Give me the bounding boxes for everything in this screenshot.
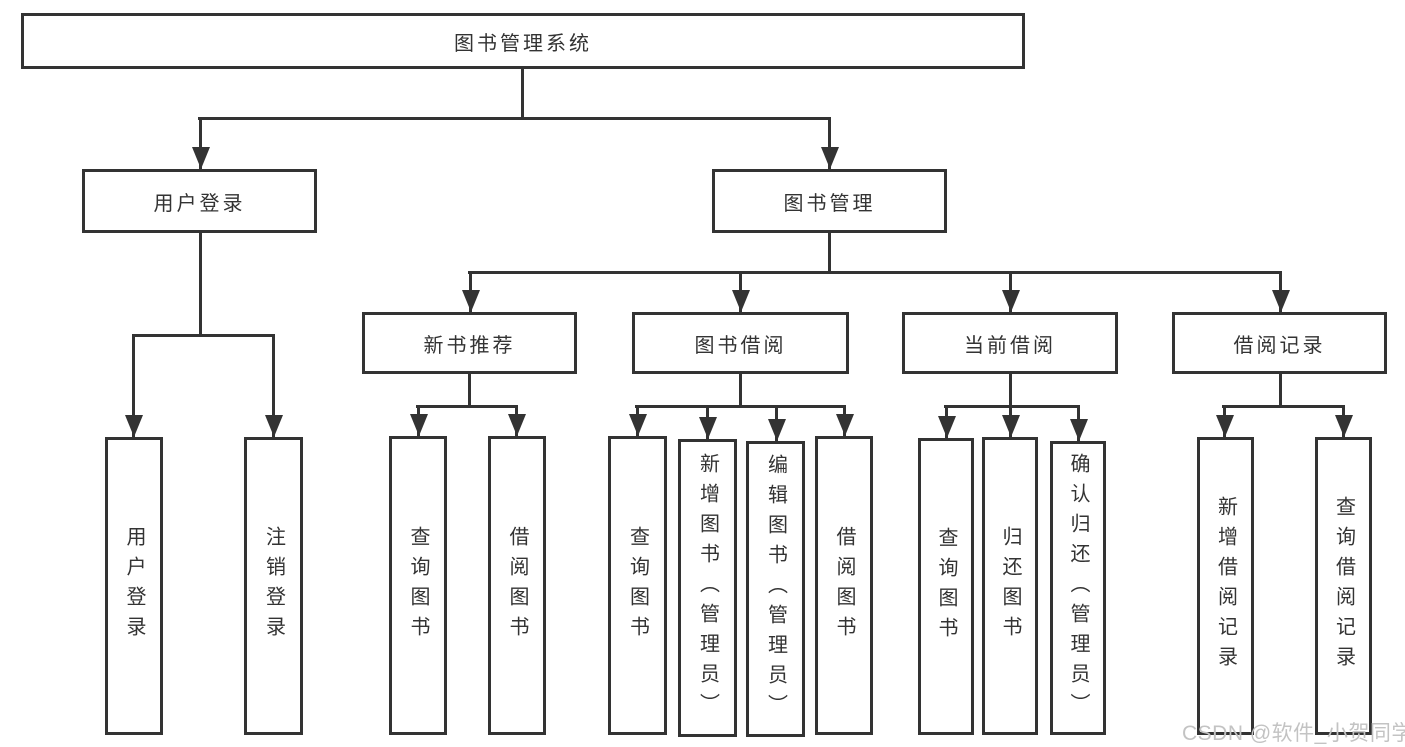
node-current-borrow: 当前借阅 — [902, 312, 1118, 374]
leaf-label: 借阅图书 — [833, 525, 855, 646]
arrow-to-leaf-user-login — [124, 334, 143, 437]
node-label: 图书管理系统 — [454, 32, 592, 55]
leaf-bor-edit-books-admin: 编辑图书（管理员） — [746, 441, 805, 737]
arrow-to-recd-query-record — [1334, 405, 1353, 437]
arrow-to-rec-borrow-books — [507, 405, 526, 436]
arrow-to-cur-return-books — [1001, 405, 1020, 437]
connector-borrow-records-rail — [1222, 405, 1345, 408]
leaf-recd-add-record: 新增借阅记录 — [1197, 437, 1254, 735]
arrow-to-current-borrow — [1001, 271, 1020, 312]
leaf-logout-login: 注销登录 — [244, 437, 303, 735]
node-label: 图书管理 — [783, 192, 876, 215]
leaf-bor-borrow-books: 借阅图书 — [815, 436, 873, 735]
leaf-label: 编辑图书（管理员） — [764, 454, 787, 724]
node-label: 图书借阅 — [694, 334, 787, 357]
connector-level3-rail — [468, 271, 1282, 274]
leaf-cur-query-books: 查询图书 — [918, 438, 974, 735]
leaf-label: 注销登录 — [262, 526, 285, 646]
connector-user-login-stem — [199, 233, 202, 336]
connector-new-book-rec-stem — [468, 374, 471, 407]
node-label: 当前借阅 — [964, 334, 1056, 357]
arrow-to-recd-add-record — [1215, 405, 1234, 437]
leaf-label: 新增图书（管理员） — [696, 453, 719, 723]
node-new-book-recommend: 新书推荐 — [362, 312, 577, 374]
node-book-borrow: 图书借阅 — [632, 312, 849, 374]
arrow-to-borrow-records — [1271, 271, 1290, 312]
leaf-label: 查询图书 — [935, 526, 957, 647]
arrow-to-cur-confirm-return — [1069, 405, 1088, 441]
connector-borrow-records-stem — [1279, 374, 1282, 407]
connector-level2-rail — [198, 117, 831, 120]
leaf-rec-borrow-books: 借阅图书 — [488, 436, 546, 735]
node-label: 借阅记录 — [1233, 334, 1326, 357]
leaf-cur-return-books: 归还图书 — [982, 437, 1038, 735]
leaf-cur-confirm-return-admin: 确认归还（管理员） — [1050, 441, 1106, 735]
arrow-to-book-borrow — [731, 271, 750, 312]
leaf-bor-query-books: 查询图书 — [608, 436, 667, 735]
connector-book-management-stem — [828, 233, 831, 274]
leaf-label: 用户登录 — [123, 526, 145, 646]
connector-current-borrow-stem — [1009, 374, 1012, 407]
node-label: 新书推荐 — [423, 334, 516, 357]
arrow-to-bor-query-books — [628, 405, 647, 436]
connector-book-borrow-stem — [739, 374, 742, 407]
csdn-watermark: CSDN @软件_小贺同学 — [1182, 722, 1405, 745]
leaf-label: 新增借阅记录 — [1214, 496, 1237, 676]
arrow-to-leaf-logout — [264, 334, 283, 437]
leaf-label: 查询借阅记录 — [1332, 496, 1355, 676]
leaf-label: 确认归还（管理员） — [1067, 453, 1089, 723]
connector-new-book-rec-rail — [416, 405, 518, 408]
leaf-label: 查询图书 — [626, 525, 649, 646]
leaf-label: 归还图书 — [999, 526, 1021, 646]
node-label: 用户登录 — [153, 192, 246, 215]
arrow-to-new-book-rec — [461, 271, 480, 312]
arrow-to-cur-query-books — [937, 405, 956, 438]
arrow-to-rec-query-books — [409, 405, 428, 436]
leaf-bor-add-books-admin: 新增图书（管理员） — [678, 439, 737, 737]
arrow-to-book-management — [820, 117, 839, 169]
leaf-label: 借阅图书 — [506, 525, 528, 646]
connector-book-borrow-rail — [635, 405, 846, 408]
leaf-user-login: 用户登录 — [105, 437, 163, 735]
arrow-to-user-login — [191, 117, 210, 169]
node-borrow-records: 借阅记录 — [1172, 312, 1387, 374]
node-user-login: 用户登录 — [82, 169, 317, 233]
leaf-rec-query-books: 查询图书 — [389, 436, 447, 735]
arrow-to-bor-borrow-books — [835, 405, 854, 436]
node-library-management-system: 图书管理系统 — [21, 13, 1025, 69]
leaf-recd-query-record: 查询借阅记录 — [1315, 437, 1372, 735]
arrow-to-bor-add-books — [698, 405, 717, 439]
connector-user-login-rail — [132, 334, 275, 337]
node-book-management: 图书管理 — [712, 169, 947, 233]
connector-current-borrow-rail — [944, 405, 1080, 408]
leaf-label: 查询图书 — [407, 525, 429, 646]
connector-root-stem — [521, 69, 524, 119]
arrow-to-bor-edit-books — [767, 405, 786, 441]
